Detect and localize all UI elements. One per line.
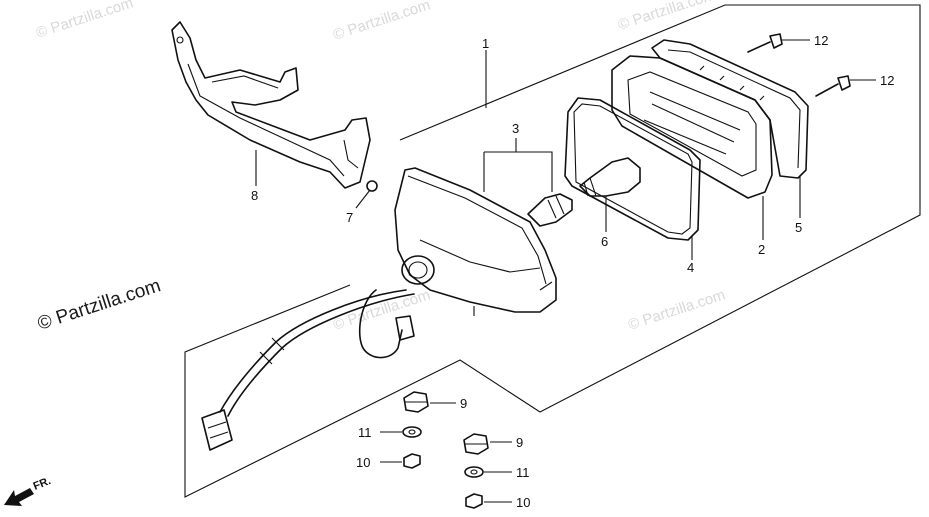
callout-10a: 10	[356, 455, 370, 470]
callout-8: 8	[251, 188, 258, 203]
callout-3: 3	[512, 121, 519, 136]
callout-9b: 9	[516, 435, 523, 450]
nut-part-10-b	[465, 493, 483, 509]
watermark-faint-2: © Partzilla.com	[331, 0, 432, 44]
callout-9a: 9	[460, 396, 467, 411]
wire-harness	[201, 289, 415, 451]
washer-part-11-b	[464, 466, 484, 478]
callout-5: 5	[795, 220, 802, 235]
watermark-faint-1: © Partzilla.com	[34, 0, 135, 42]
callout-12a: 12	[814, 33, 828, 48]
socket-part-3	[483, 151, 573, 227]
washer-part-11-a	[402, 426, 422, 438]
watermark-main: © Partzilla.com	[35, 275, 163, 335]
leader-lines	[255, 39, 876, 503]
housing-part-1	[394, 167, 557, 316]
callout-6: 6	[601, 234, 608, 249]
callout-1: 1	[482, 36, 489, 51]
arrow-icon	[4, 488, 34, 506]
front-direction-label: FR.	[32, 475, 53, 493]
screw-part-12-b	[815, 75, 851, 97]
nut-part-9-b	[463, 433, 489, 455]
watermark-faint-5: © Partzilla.com	[626, 286, 727, 333]
nut-part-10-a	[403, 453, 421, 469]
gasket-part-4	[564, 97, 701, 241]
grommet-part-7	[366, 180, 378, 192]
callout-11b: 11	[516, 465, 530, 480]
nut-part-9-a	[403, 391, 429, 413]
callout-2: 2	[758, 242, 765, 257]
callout-10b: 10	[516, 495, 530, 510]
callout-7: 7	[346, 210, 353, 225]
lens-part-2	[611, 55, 773, 199]
assembly-outline	[184, 4, 921, 498]
screw-part-12-a	[747, 33, 783, 53]
front-direction-arrow: FR.	[4, 475, 53, 506]
callout-4: 4	[687, 260, 694, 275]
callout-12b: 12	[880, 73, 894, 88]
rim-part-5	[651, 39, 809, 179]
watermark-faint-4: © Partzilla.com	[331, 286, 432, 333]
callout-11a: 11	[358, 425, 372, 440]
bracket-part-8	[171, 21, 371, 189]
bulb-part-6	[579, 157, 641, 197]
